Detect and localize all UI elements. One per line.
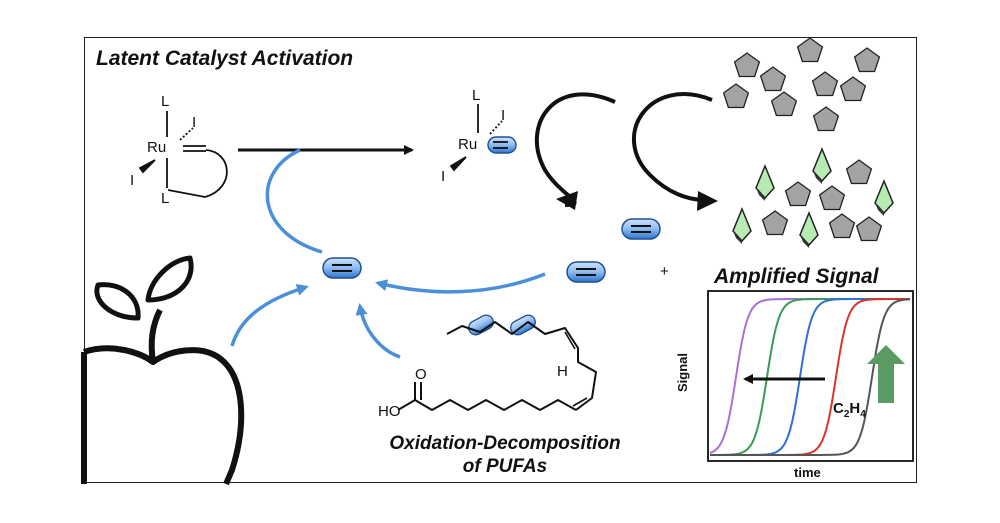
pentagon-icon <box>722 83 750 109</box>
hydrogen-atom: H <box>557 363 568 380</box>
active-ru-complex <box>449 104 517 172</box>
ethylene-capsule-icon <box>621 218 661 240</box>
apple-icon <box>81 255 245 486</box>
pentagon-icon <box>784 181 812 207</box>
diamond-icon <box>812 148 832 185</box>
figure-frame <box>84 37 917 483</box>
blue-arrow-from-apple <box>230 284 309 347</box>
diamond-icon <box>755 165 775 202</box>
amplified-signal-label: Amplified Signal <box>714 265 879 288</box>
diamond-icon <box>799 212 819 249</box>
ruthenium-atom: Ru <box>147 139 167 156</box>
cycle-arrowhead-left <box>556 191 578 210</box>
iodide-bottom: I <box>130 172 135 189</box>
pufa-structure <box>397 314 597 411</box>
y-axis-label: Signal <box>675 352 690 392</box>
pentagon-icon <box>853 47 881 73</box>
product-cluster <box>732 148 894 249</box>
latent-ru-complex <box>138 111 228 198</box>
ethylene-capsule-icon <box>566 261 606 283</box>
ruthenium-atom-active: Ru <box>458 136 478 153</box>
iodide-bottom-active: I <box>441 168 446 185</box>
substrate-cluster <box>722 37 881 132</box>
pentagon-icon <box>828 213 856 239</box>
plus-sign: + <box>660 263 669 280</box>
pentagon-icon <box>818 185 846 211</box>
pentagon-icon <box>811 71 839 97</box>
signal-curve <box>710 298 911 456</box>
cycle-arrowhead-right <box>697 191 718 211</box>
cycle-arrow-right <box>631 92 713 202</box>
blue-activation-arc <box>265 148 323 254</box>
cycle-arrow-left <box>534 92 616 207</box>
pentagon-icon <box>845 159 873 185</box>
ligand-bottom: L <box>161 190 170 207</box>
pentagon-icon <box>733 52 761 78</box>
pentagon-icon <box>770 91 798 117</box>
pentagon-icon <box>812 106 840 132</box>
ethylene-formula: C2H4 <box>833 400 866 420</box>
caption-line1: Oxidation-Decomposition <box>389 433 621 454</box>
x-axis-label: time <box>794 465 821 480</box>
pentagon-icon <box>761 210 789 236</box>
blue-arrow-to-pool <box>375 272 546 294</box>
caption-line2: of PUFAs <box>462 456 548 477</box>
pentagon-icon <box>839 76 867 102</box>
pentagon-icon <box>759 66 787 92</box>
diamond-icon <box>732 208 752 245</box>
pentagon-icon <box>855 216 883 242</box>
hydroxyl-group: HO <box>378 403 401 420</box>
blue-arrow-from-pufa <box>355 303 401 359</box>
ligand-top: L <box>161 93 170 110</box>
pentagon-icon <box>796 37 824 63</box>
ligand-top-active: L <box>472 87 481 104</box>
iodide-top-active: I <box>501 107 506 124</box>
figure-title: Latent Catalyst Activation <box>96 47 354 70</box>
ethylene-capsule-icon <box>322 257 362 279</box>
up-arrow-icon <box>867 345 905 403</box>
oxygen-atom: O <box>415 366 427 383</box>
iodide-top: I <box>192 114 197 131</box>
diamond-icon <box>874 180 894 217</box>
signal-curves <box>709 298 911 456</box>
